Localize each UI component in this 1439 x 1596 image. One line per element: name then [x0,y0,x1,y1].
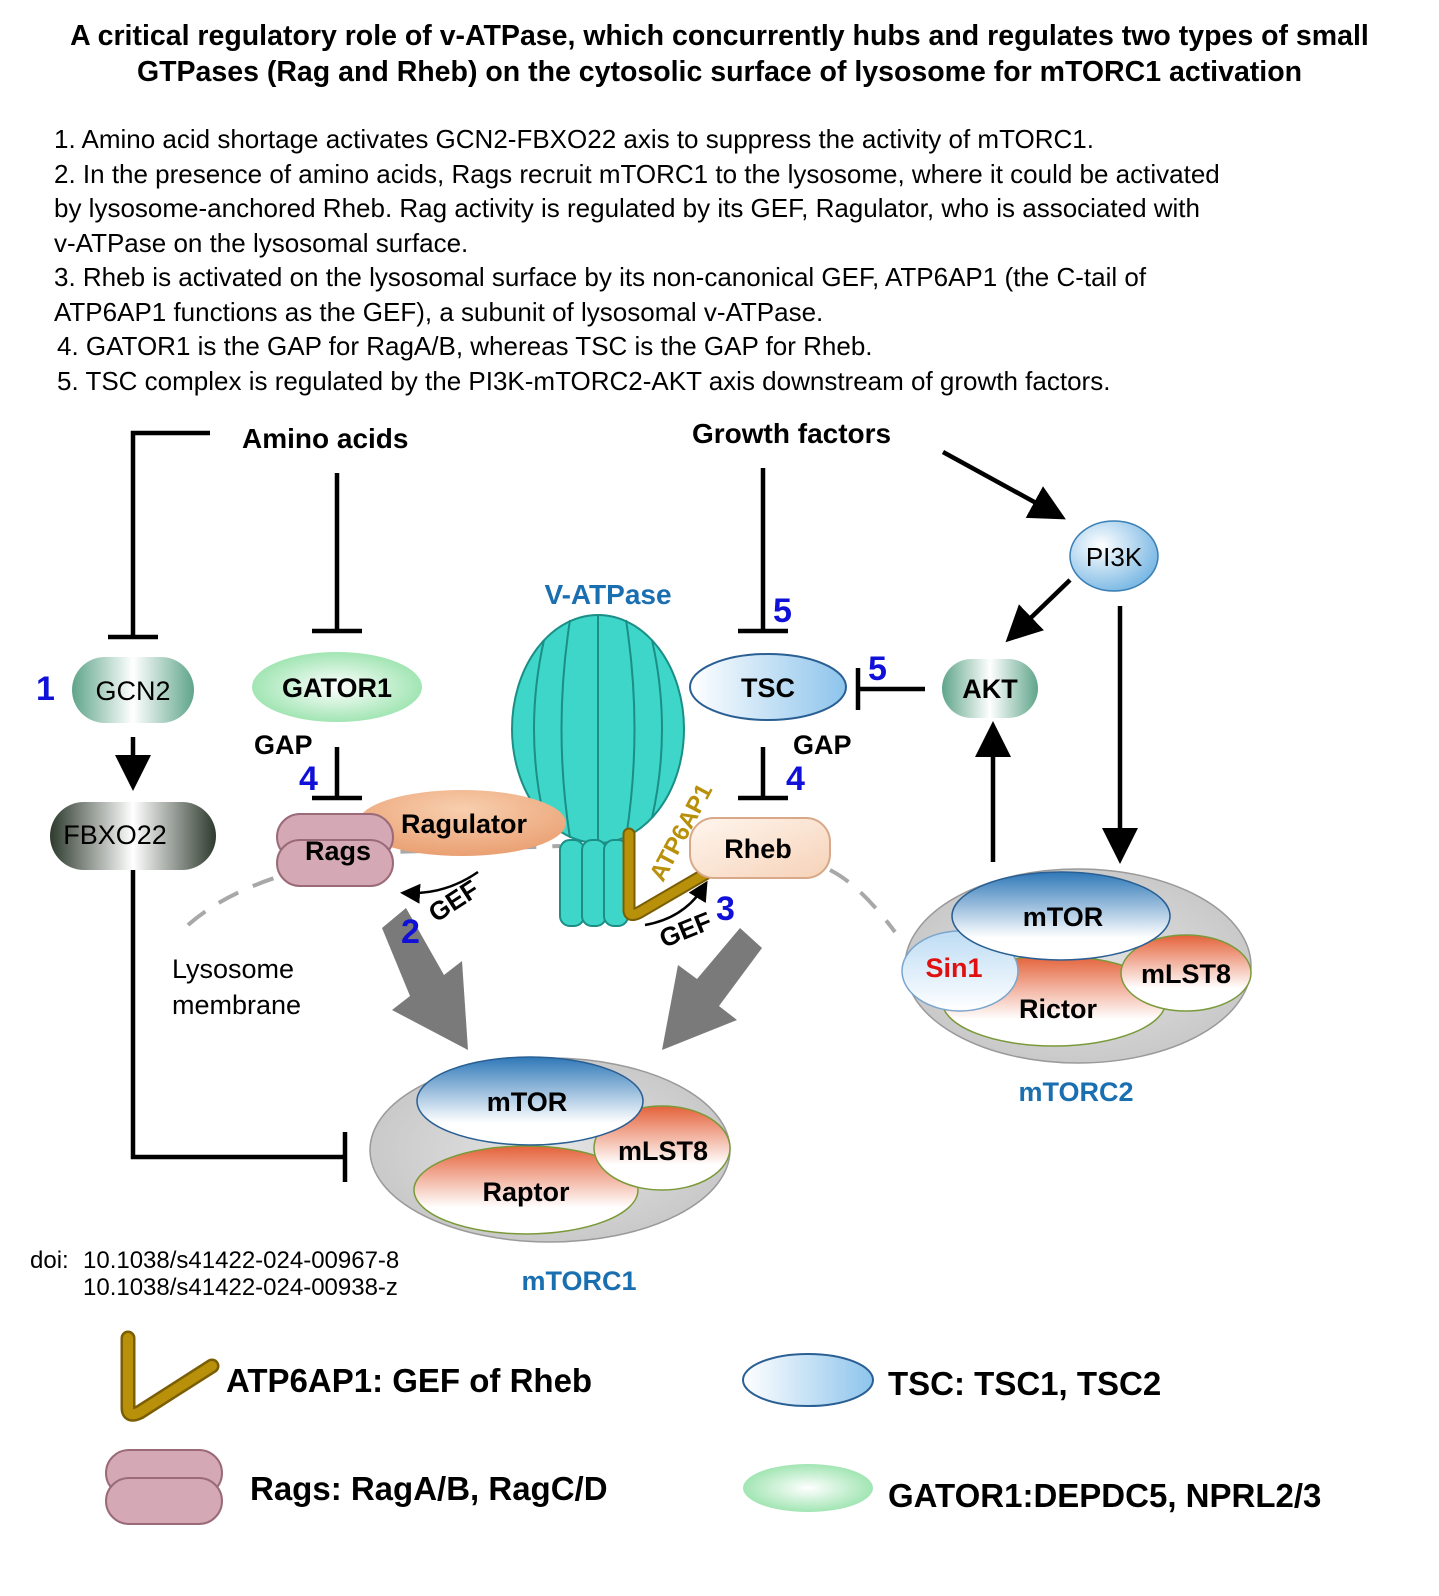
raptor-subunit: Raptor [413,1145,639,1235]
legend-atp6ap1-text: ATP6AP1: GEF of Rheb [226,1362,592,1399]
akt-inhibits-tsc-line [855,668,925,710]
legend: ATP6AP1: GEF of Rheb TSC: TSC1, TSC2 Rag… [105,1330,1321,1525]
number-1: 1 [36,670,55,708]
point-line: 3. Rheb is activated on the lysosomal su… [54,262,1147,292]
title-line-1: A critical regulatory role of v-ATPase, … [70,20,1369,52]
rheb-node: Rheb [689,817,831,879]
amino-acids-label: Amino acids [242,423,408,454]
gator1-node: GATOR1 [252,652,422,722]
mlst8-mtorc1-subunit: mLST8 [593,1105,731,1191]
point-line: 2. In the presence of amino acids, Rags … [54,158,1220,189]
svg-text:Rheb: Rheb [724,834,792,864]
mlst8-mtorc2-subunit: mLST8 [1120,934,1252,1012]
doi-1: 10.1038/s41422-024-00967-8 [83,1247,399,1274]
svg-text:AKT: AKT [962,674,1018,704]
point-line: by lysosome-anchored Rheb. Rag activity … [54,193,1200,223]
legend-gator1-text: GATOR1:DEPDC5, NPRL2/3 [888,1477,1321,1514]
gef-label-left: GEF [423,874,484,928]
growth-factors-to-pi3k-arrow [941,450,1066,520]
ragulator-node: Ragulator [358,790,566,856]
number-4-right: 4 [786,760,805,798]
point-line: v-ATPase on the lysosomal surface. [54,227,469,258]
tsc-node: TSC [689,653,847,721]
v-atpase-label: V-ATPase [544,579,671,610]
figure-title: A critical regulatory role of v-ATPase, … [0,18,1439,90]
gap-label-right: GAP [793,730,852,760]
point-line: 4. GATOR1 is the GAP for RagA/B, whereas… [57,331,873,361]
atp6ap1-gef-arrow [644,880,708,927]
rags-to-mtorc1-arrow [382,908,468,1050]
legend-tsc-symbol [742,1353,874,1407]
svg-text:PI3K: PI3K [1086,542,1143,572]
gcn2-inhibition-line [108,430,210,640]
lysosome-membrane-label: Lysosome membrane [172,954,302,1020]
mtor-mtorc2-subunit: mTOR [951,871,1171,961]
gator1-gap-inhibition [312,747,362,801]
number-5-tsc-top: 5 [773,592,792,630]
gcn2-node: GCN2 [72,657,194,723]
growth-factors-label: Growth factors [692,418,891,449]
fbxo22-inhibits-mtorc1-line [130,870,348,1182]
number-5-akt: 5 [868,650,887,688]
gef-label-right: GEF [655,906,716,954]
point-line: ATP6AP1 functions as the GEF), a subunit… [54,296,824,327]
point-line: 1. Amino acid shortage activates GCN2-FB… [54,124,1094,154]
key-points: 1. Amino acid shortage activates GCN2-FB… [54,122,1424,398]
title-line-2: GTPases (Rag and Rheb) on the cytosolic … [136,56,1303,88]
tsc-gap-inhibition [738,747,788,801]
gator1-inhibition-line [312,473,362,634]
number-3: 3 [716,890,735,928]
svg-text:Raptor: Raptor [483,1177,570,1207]
svg-text:Sin1: Sin1 [925,953,982,983]
svg-text:mLST8: mLST8 [1141,959,1231,989]
svg-text:Rags: Rags [305,836,371,866]
tsc-inhibition-line [738,468,788,634]
rheb-to-mtorc1-arrow [662,928,762,1050]
pi3k-node: PI3K [1069,520,1159,592]
sin1-subunit: Sin1 [901,930,1019,1012]
svg-text:GATOR1: GATOR1 [282,673,392,703]
number-2: 2 [401,913,420,951]
svg-text:GCN2: GCN2 [95,676,170,706]
svg-text:FBXO22: FBXO22 [63,820,167,850]
mtorc1-complex: Raptor mLST8 mTOR [369,1056,731,1243]
v-atpase-complex [511,614,685,927]
doi-label: doi: [30,1247,69,1274]
svg-text:mTOR: mTOR [1023,902,1104,932]
svg-text:TSC: TSC [741,673,795,703]
legend-atp6ap1-symbol [120,1330,220,1422]
gap-label-left: GAP [254,730,313,760]
legend-rags-symbol [105,1449,223,1525]
point-line: 5. TSC complex is regulated by the PI3K-… [57,365,1111,396]
mtorc2-complex: Rictor mLST8 Sin1 mTOR [901,868,1252,1064]
rags-node: Rags [276,813,394,887]
pi3k-to-akt-arrow [1005,578,1072,643]
svg-text:Rictor: Rictor [1019,994,1098,1024]
number-4-left: 4 [299,760,318,798]
fbxo22-node: FBXO22 [50,802,216,870]
mtor-mtorc1-subunit: mTOR [416,1056,644,1146]
legend-tsc-text: TSC: TSC1, TSC2 [888,1365,1161,1402]
legend-gator1-symbol [743,1464,873,1512]
svg-text:mLST8: mLST8 [618,1136,708,1166]
svg-text:Ragulator: Ragulator [401,809,528,839]
legend-rags-text: Rags: RagA/B, RagC/D [250,1470,608,1507]
akt-node: AKT [942,659,1038,718]
doi-2: 10.1038/s41422-024-00938-z [83,1274,398,1301]
svg-text:mTOR: mTOR [487,1087,568,1117]
mtorc1-label: mTORC1 [521,1266,636,1296]
mtorc2-label: mTORC2 [1018,1077,1133,1107]
ragulator-gef-arrow [400,870,479,904]
